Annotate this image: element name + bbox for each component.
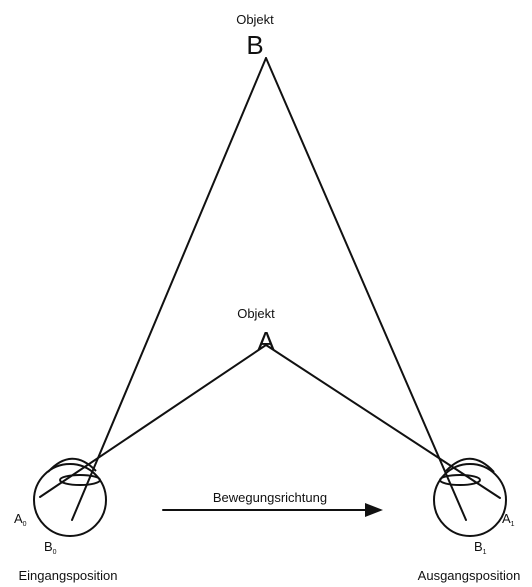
object-a-caption: Objekt [237, 306, 275, 321]
sight-line-left-eye-to-a [39, 344, 267, 498]
right-point-a-label: A1 [502, 511, 515, 528]
left-eye-caption: Eingangsposition [18, 568, 117, 583]
left-point-b-letter: B [44, 539, 53, 554]
movement-arrowhead [365, 503, 383, 517]
left-eye-lens [59, 474, 101, 486]
movement-label: Bewegungsrichtung [213, 490, 327, 505]
right-point-b-subscript: 1 [483, 549, 487, 556]
right-eye [433, 457, 507, 537]
sight-line-right-eye-to-b [265, 57, 467, 521]
left-point-b-subscript: 0 [53, 549, 57, 556]
sight-line-right-eye-to-a [265, 344, 501, 499]
right-point-a-letter: A [502, 511, 511, 526]
object-a-letter: A [257, 326, 275, 356]
sight-line-left-eye-to-b [71, 57, 267, 521]
left-point-a-label: A0 [14, 511, 27, 528]
object-b-letter: B [246, 30, 263, 60]
right-eyelid-bulge [445, 457, 495, 473]
right-eyeball [433, 463, 507, 537]
left-eyelid-bulge [47, 457, 97, 473]
left-point-a-subscript: 0 [23, 521, 27, 528]
left-eye [33, 457, 107, 537]
right-point-b-letter: B [474, 539, 483, 554]
right-point-a-subscript: 1 [511, 521, 515, 528]
left-point-a-letter: A [14, 511, 23, 526]
left-point-b-label: B0 [44, 539, 57, 556]
left-eyeball [33, 463, 107, 537]
right-eye-lens [439, 474, 481, 486]
object-b-caption: Objekt [236, 12, 274, 27]
right-eye-caption: Ausgangsposition [418, 568, 521, 583]
right-point-b-label: B1 [474, 539, 487, 556]
